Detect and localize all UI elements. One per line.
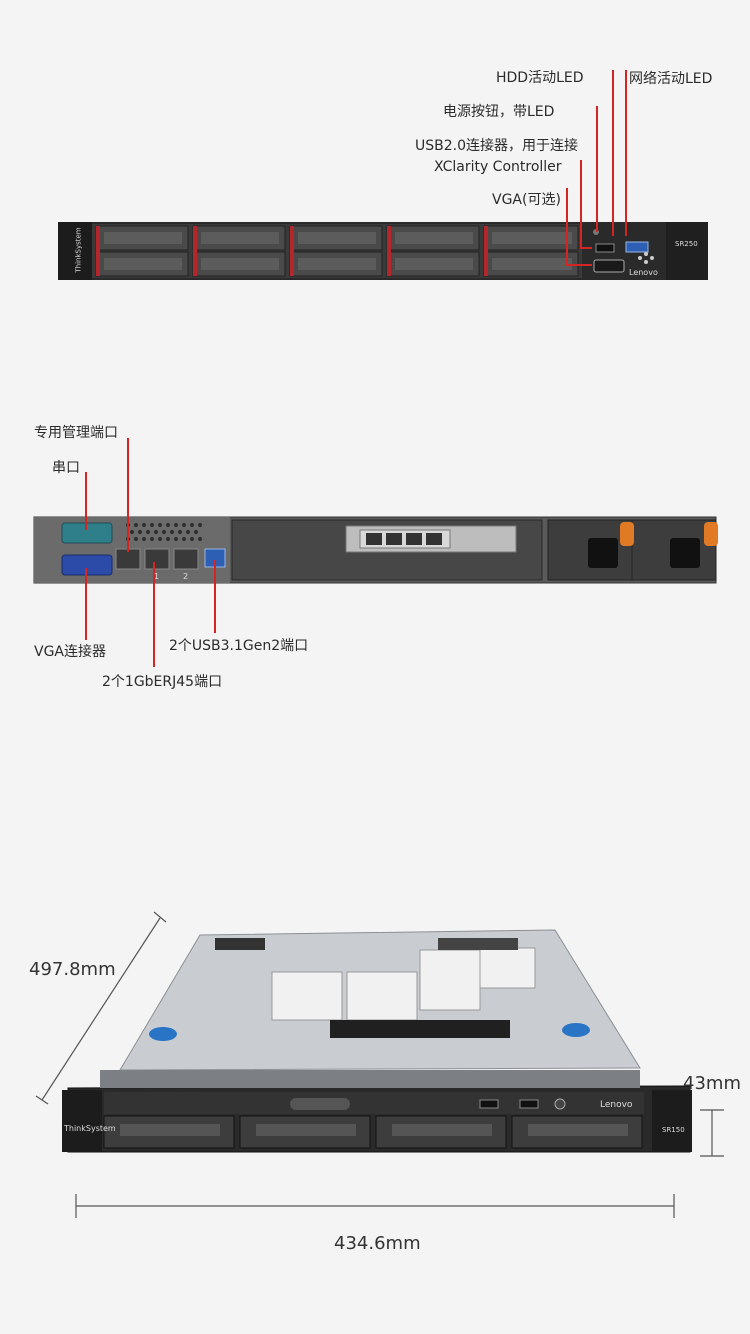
iso-model-label: SR150 (662, 1126, 685, 1134)
rj45-label: 2个1GbERJ45端口 (102, 674, 223, 690)
front-left-ear (58, 222, 92, 280)
depth-dimension: 497.8mm (29, 959, 116, 980)
front-usb3-port (625, 241, 649, 253)
iso-left-ear (62, 1090, 102, 1152)
iso-view-drawing (35, 911, 724, 1218)
rj45-port-number-2: 2 (183, 572, 189, 581)
mgmt-port-label: 专用管理端口 (34, 425, 118, 441)
front-usb2-port (595, 243, 615, 253)
iso-logo-left: ThinkSystem (64, 1124, 116, 1133)
rear-rj45-port-1 (144, 548, 170, 570)
rear-view-section: 1 2 专用管理端口 串口 VGA连接器 2个USB3.1Gen2端口 2个1G… (0, 330, 750, 710)
height-dimension: 43mm (683, 1073, 741, 1094)
rj45-port-number-1: 1 (154, 572, 160, 581)
front-model-label: SR250 (675, 240, 698, 248)
usb31-label: 2个USB3.1Gen2端口 (169, 638, 309, 654)
usb2-label-line2: XClarity Controller (434, 159, 562, 175)
iso-logo-right: Lenovo (600, 1100, 633, 1110)
front-leader-lines (566, 70, 627, 266)
front-right-ear (666, 222, 708, 280)
front-vga-port (593, 259, 625, 273)
front-logo-left: ThinkSystem (74, 227, 83, 273)
network-led-label: 网络活动LED (629, 71, 713, 87)
front-drive-bays (95, 225, 579, 277)
rear-rj45-port-2 (173, 548, 199, 570)
hdd-led-label: HDD活动LED (496, 70, 584, 86)
iso-right-ear (652, 1090, 692, 1152)
vga-optional-label: VGA(可选) (492, 192, 561, 208)
rear-leader-lines (85, 438, 216, 667)
iso-view-section: ThinkSystem Lenovo SR150 497.8mm 43mm 43… (0, 880, 750, 1334)
front-view-section: ThinkSystem SR250 Lenovo HDD活动LED 网络活动LE… (0, 0, 750, 330)
width-dimension: 434.6mm (334, 1233, 421, 1254)
power-button-label: 电源按钮，带LED (443, 104, 555, 120)
usb2-label-line1: USB2.0连接器，用于连接 (415, 138, 579, 154)
serial-port-label: 串口 (52, 460, 80, 476)
front-logo-right: Lenovo (629, 268, 658, 277)
vga-connector-label: VGA连接器 (34, 644, 107, 660)
iso-dimension-lines (35, 911, 724, 1218)
rear-view-drawing (33, 438, 718, 667)
iso-drive-bays (103, 1115, 643, 1149)
front-view-drawing (58, 70, 708, 280)
